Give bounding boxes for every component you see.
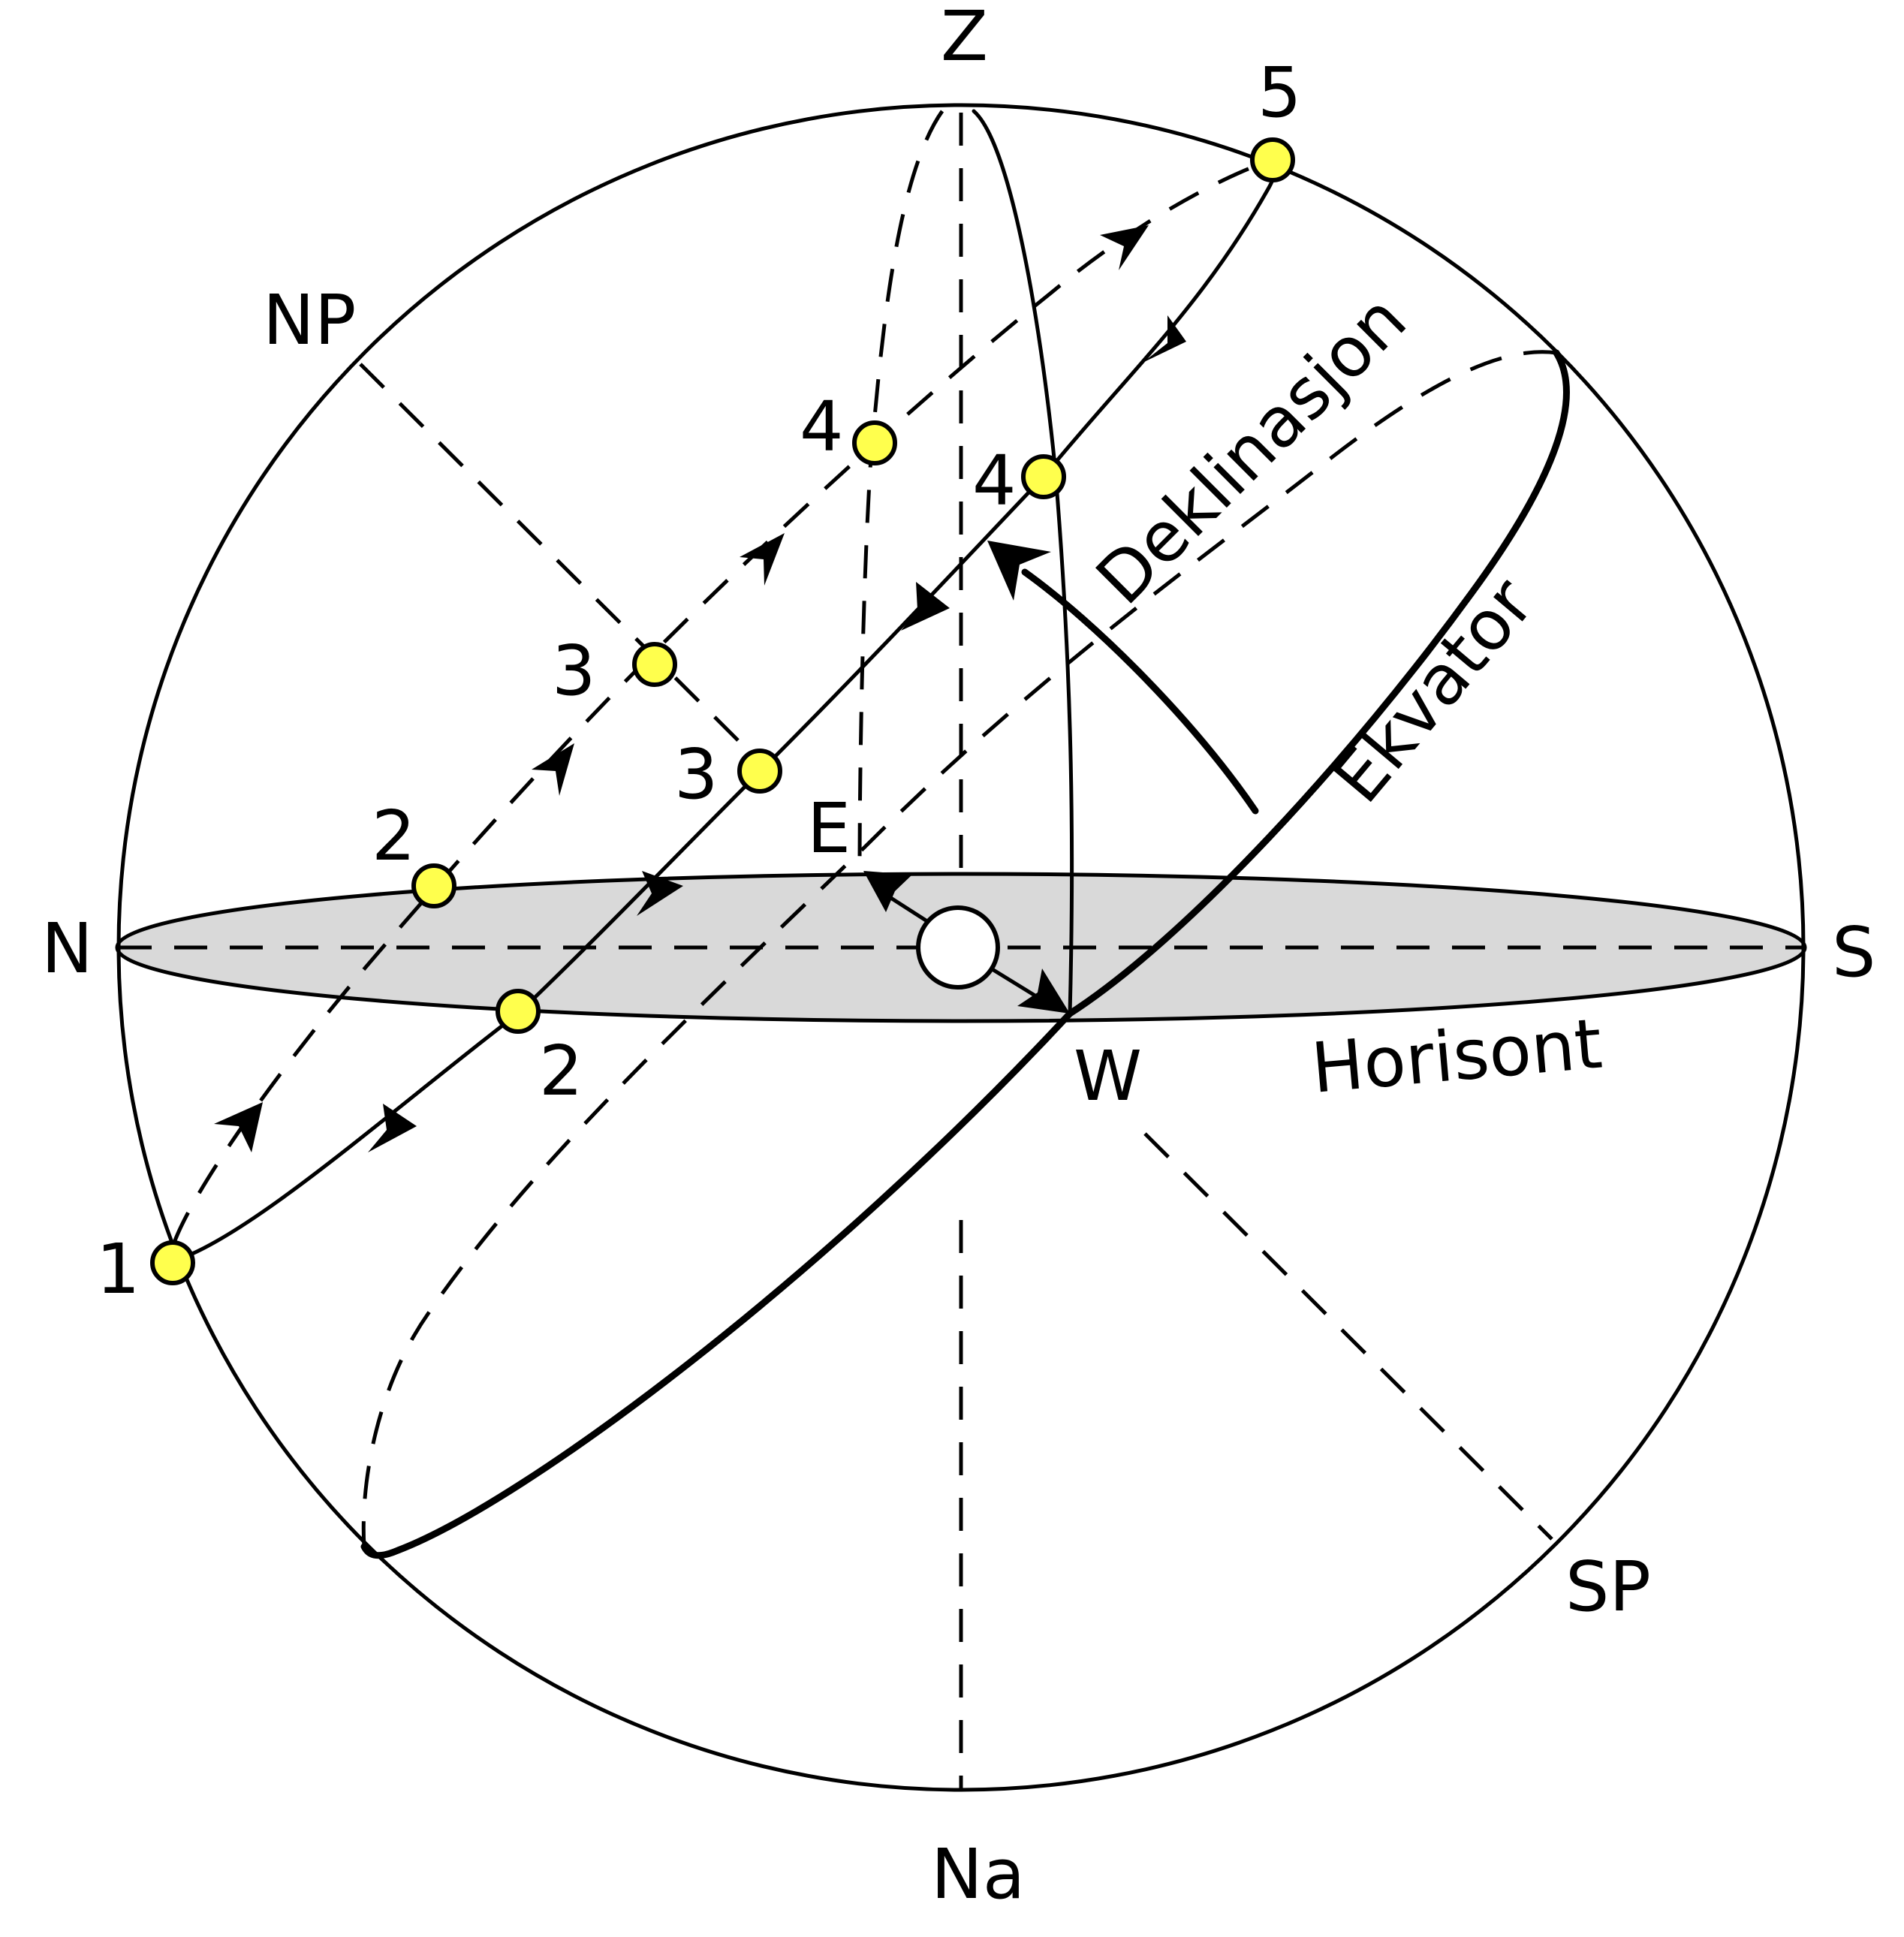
south-label: S <box>1832 912 1875 993</box>
east-label: E <box>807 788 851 869</box>
path-arrow-2 <box>532 743 574 796</box>
path-arrow-5 <box>1143 315 1186 363</box>
star-dashed-5 <box>1250 137 1295 182</box>
polar-axis-lower <box>1143 1132 1553 1541</box>
observer-to-west <box>989 966 1042 1001</box>
nadir-label: Na <box>931 1834 1025 1914</box>
path-arrow-4 <box>1100 225 1149 270</box>
path-arrow-1 <box>214 1102 263 1152</box>
celestial-sphere <box>116 103 1806 1792</box>
star-label-solid-2: 2 <box>539 1031 583 1111</box>
star-path-solid <box>170 158 1277 1264</box>
north-label: N <box>41 908 93 989</box>
hour-circle-back <box>857 110 944 872</box>
star-dashed-3 <box>632 642 677 687</box>
star-solid-2 <box>496 989 541 1034</box>
star-solid-1 <box>150 1240 195 1285</box>
polar-axis-upper <box>359 363 756 758</box>
star-dashed-2 <box>411 863 456 908</box>
star-path-dashed <box>172 158 1273 1243</box>
north-pole-label: NP <box>263 280 356 360</box>
west-label: W <box>1074 1036 1142 1116</box>
star-label-solid-1: 1 <box>96 1229 140 1309</box>
equator-back <box>361 350 1557 1547</box>
path-arrow-7 <box>637 871 683 916</box>
star-label-solid-4: 4 <box>972 441 1017 521</box>
east-arrow-head <box>863 871 912 912</box>
declination-label: Deklinasjon <box>1081 279 1422 620</box>
west-arrow-head <box>1017 968 1070 1014</box>
equator-front <box>360 349 1570 1559</box>
star-label-solid-3: 3 <box>674 734 719 815</box>
zenith-label: Z <box>941 0 988 77</box>
path-arrow-6 <box>901 582 950 631</box>
equator-label: Ekvator <box>1318 563 1550 818</box>
star-solid-3 <box>737 749 782 794</box>
observer <box>916 905 1000 990</box>
horizon-label: Horisont <box>1309 1004 1605 1109</box>
star-solid-4 <box>1021 454 1066 499</box>
path-arrow-8 <box>368 1104 417 1152</box>
south-pole-label: SP <box>1565 1547 1651 1627</box>
star-label-dashed-3: 3 <box>552 631 596 711</box>
path-arrow-3 <box>740 533 785 586</box>
star-label-dashed-5: 5 <box>1258 53 1302 133</box>
star-label-dashed-2: 2 <box>372 796 416 876</box>
star-label-dashed-4: 4 <box>800 387 844 467</box>
star-dashed-4 <box>852 420 897 465</box>
declination-arc <box>1021 568 1259 815</box>
declination-arrow-head <box>987 541 1051 601</box>
